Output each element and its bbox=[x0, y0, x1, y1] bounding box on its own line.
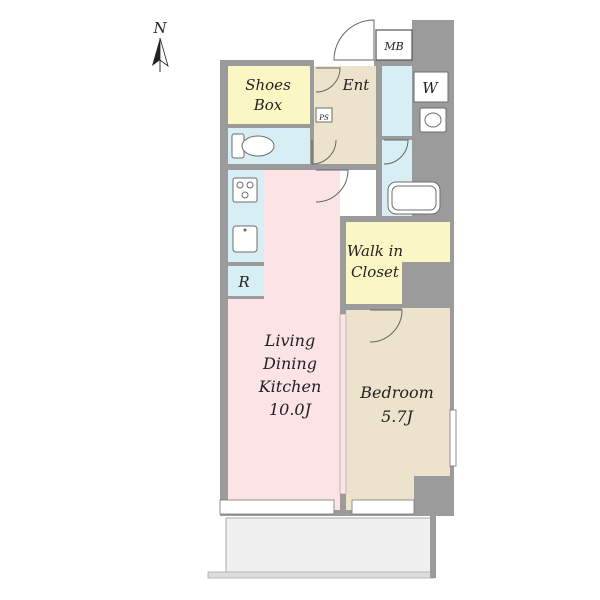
wash-basin-icon bbox=[419, 107, 447, 133]
bedroom-door bbox=[369, 309, 403, 343]
bedroom-window bbox=[351, 499, 415, 515]
meter-box-label: MB bbox=[383, 40, 403, 53]
shoes-box-label-1: Shoes bbox=[245, 76, 291, 94]
meter-box-area bbox=[376, 30, 412, 64]
shoes-box-door bbox=[315, 67, 341, 93]
washer-space bbox=[413, 71, 449, 103]
meter-box bbox=[375, 29, 413, 61]
shoes-box-label-2: Box bbox=[253, 96, 283, 114]
stove-icon bbox=[232, 177, 258, 203]
toilet-door bbox=[311, 139, 337, 165]
kitchen-sink-icon bbox=[232, 225, 258, 253]
ldk-label-2: Dining bbox=[262, 354, 317, 373]
bathtub-icon bbox=[387, 181, 441, 215]
fridge-space bbox=[228, 266, 264, 296]
entrance-label: Ent bbox=[342, 76, 371, 94]
toilet-icon bbox=[231, 133, 275, 159]
pipe-space bbox=[315, 107, 333, 123]
ldk-size-label: 10.0J bbox=[269, 400, 313, 419]
north-arrow-icon: N bbox=[152, 19, 169, 72]
walk-in-closet-area bbox=[344, 222, 450, 262]
ldk-label-3: Kitchen bbox=[258, 377, 322, 396]
pipe-space-label: PS bbox=[318, 114, 329, 122]
ldk-window bbox=[219, 499, 335, 515]
sliding-partition bbox=[339, 313, 347, 495]
ldk-door bbox=[315, 169, 349, 203]
bedroom-size-label: 5.7J bbox=[381, 407, 414, 426]
ldk-label-1: Living bbox=[264, 331, 315, 350]
bedroom-label: Bedroom bbox=[359, 383, 434, 402]
fridge-label: R bbox=[237, 273, 249, 291]
bedroom-side-window bbox=[449, 409, 457, 467]
balcony bbox=[207, 516, 436, 579]
washer-label: W bbox=[422, 79, 439, 97]
walk-in-closet-area-lower bbox=[344, 262, 402, 306]
bathroom-door bbox=[383, 139, 409, 165]
walk-in-closet-label-1: Walk in bbox=[347, 242, 403, 260]
front-door-swing bbox=[333, 19, 375, 61]
walk-in-closet-label-2: Closet bbox=[351, 263, 400, 281]
compass-label: N bbox=[152, 19, 167, 37]
shoes-box-area bbox=[228, 66, 310, 124]
